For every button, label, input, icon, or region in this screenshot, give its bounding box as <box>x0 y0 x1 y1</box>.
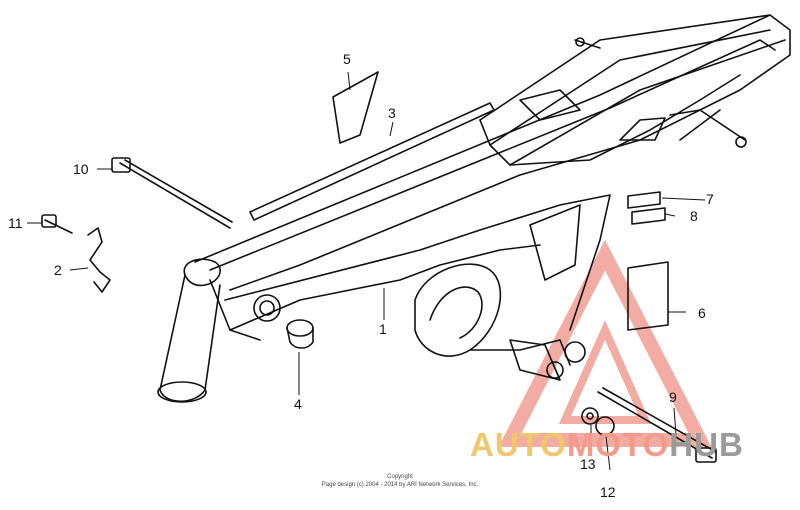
callout-8: 8 <box>690 208 698 224</box>
callout-10: 10 <box>73 161 89 177</box>
callout-4: 4 <box>294 396 302 412</box>
spring-clip <box>87 227 111 293</box>
callout-11: 11 <box>8 215 23 231</box>
watermark-text-moto: MOTO <box>566 426 670 463</box>
frame-cover-plate <box>332 71 379 144</box>
long-bolt <box>111 157 233 229</box>
callout-7: 7 <box>706 191 714 207</box>
callout-2: 2 <box>54 262 62 278</box>
pad-8 <box>631 207 666 225</box>
small-bolt <box>41 214 73 234</box>
pad-7 <box>627 191 661 209</box>
watermark-logo-text: AUTOMOTOHUB <box>470 428 744 461</box>
callout-13: 13 <box>580 456 596 472</box>
callout-1: 1 <box>379 321 387 337</box>
pivot-bolt <box>597 387 717 463</box>
watermark-logo-triangle <box>498 239 712 447</box>
copyright-label: Copyright <box>387 474 413 480</box>
nut-12 <box>595 416 615 436</box>
callout-9: 9 <box>669 389 677 405</box>
callout-3: 3 <box>388 105 396 121</box>
watermark-text-auto: AUTO <box>470 426 567 463</box>
side-plate <box>627 261 669 331</box>
watermark-text-hub: HUB <box>669 426 744 463</box>
copyright-notice: Page design (c) 2004 - 2014 by ARI Netwo… <box>321 482 479 488</box>
frame-strip <box>249 102 495 221</box>
washer-13 <box>581 407 599 425</box>
rubber-cap <box>286 319 314 349</box>
callout-12: 12 <box>600 484 616 500</box>
callout-5: 5 <box>343 51 351 67</box>
main-frame <box>157 14 791 403</box>
leader-lines <box>27 71 706 471</box>
callout-6: 6 <box>698 305 706 321</box>
